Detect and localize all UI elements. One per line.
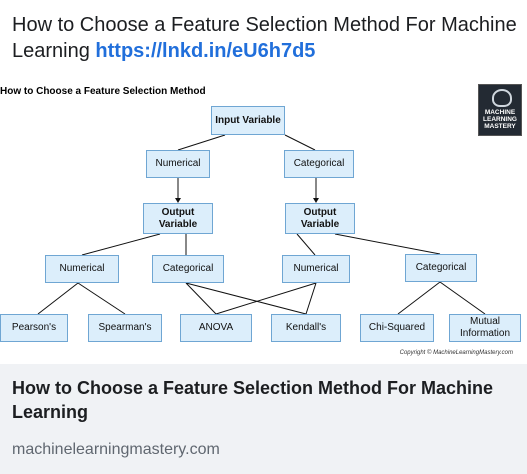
node-input-numerical: Numerical	[146, 150, 210, 178]
post-text: How to Choose a Feature Selection Method…	[12, 12, 517, 64]
card-domain: machinelearningmastery.com	[12, 441, 220, 458]
node-output-variable-right: Output Variable	[285, 203, 355, 234]
node-anova: ANOVA	[180, 314, 252, 342]
node-pearsons: Pearson's	[0, 314, 68, 342]
node-spearmans: Spearman's	[88, 314, 162, 342]
node-cat-categorical: Categorical	[405, 254, 477, 282]
link-preview-image[interactable]: How to Choose a Feature Selection Method…	[0, 82, 527, 364]
brand-logo: MACHINE LEARNING MASTERY	[478, 84, 522, 136]
node-input-variable: Input Variable	[211, 106, 285, 135]
link-card[interactable]: How to Choose a Feature Selection Method…	[0, 364, 527, 474]
node-input-categorical: Categorical	[284, 150, 354, 178]
node-num-categorical: Categorical	[152, 255, 224, 283]
post-link[interactable]: https://lnkd.in/eU6h7d5	[95, 40, 316, 62]
node-chi-squared: Chi-Squared	[360, 314, 434, 342]
connector-lines	[37, 134, 486, 315]
card-title[interactable]: How to Choose a Feature Selection Method…	[12, 378, 494, 422]
diagram-title: How to Choose a Feature Selection Method	[0, 86, 206, 97]
node-num-numerical: Numerical	[45, 255, 119, 283]
node-mutual-information: Mutual Information	[449, 314, 521, 342]
node-output-variable-left: Output Variable	[143, 203, 213, 234]
head-icon	[492, 89, 512, 107]
copyright-text: Copyright © MachineLearningMastery.com	[399, 350, 513, 356]
post-body: How to Choose a Feature Selection Method…	[12, 14, 517, 62]
node-cat-numerical: Numerical	[282, 255, 350, 283]
node-kendalls: Kendall's	[271, 314, 341, 342]
logo-text: MACHINE LEARNING MASTERY	[483, 109, 517, 130]
